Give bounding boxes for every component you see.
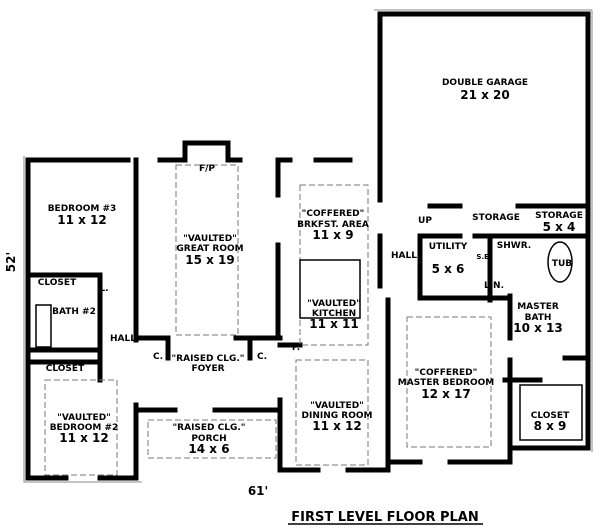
closet-b2-label: CLOSET (46, 364, 85, 374)
svg-text:MASTER: MASTER (517, 302, 559, 312)
svg-text:PORCH: PORCH (191, 434, 226, 444)
coat-closet-right-label: C. (257, 352, 267, 362)
porch-label: "RAISED CLG." PORCH 14 x 6 (172, 423, 245, 456)
svg-text:BATH: BATH (525, 313, 552, 323)
svg-text:"RAISED CLG.": "RAISED CLG." (171, 354, 244, 364)
svg-text:"COFFERED": "COFFERED" (302, 209, 365, 219)
svg-text:15 x 19: 15 x 19 (185, 253, 235, 267)
stairs-up-label: UP (418, 216, 432, 226)
foyer-label: "RAISED CLG." FOYER (171, 354, 244, 374)
hall-right-label: HALL (391, 251, 417, 261)
svg-text:"VAULTED": "VAULTED" (307, 299, 361, 309)
svg-text:11 x 11: 11 x 11 (309, 317, 359, 331)
tub-label: TUB (552, 259, 572, 269)
breakfast-label: "COFFERED" BRKFST. AREA 11 x 9 (297, 209, 369, 242)
svg-text:11 x 12: 11 x 12 (59, 431, 109, 445)
svg-text:5 x 4: 5 x 4 (543, 220, 576, 234)
svg-text:11 x 9: 11 x 9 (312, 228, 353, 242)
svg-text:CLOSET: CLOSET (531, 411, 570, 421)
svg-text:BEDROOM #2: BEDROOM #2 (50, 423, 119, 433)
utility-label: UTILITY 5 x 6 (429, 242, 468, 276)
svg-text:12 x 17: 12 x 17 (421, 387, 471, 401)
storage2-label: STORAGE 5 x 4 (535, 211, 583, 234)
svg-text:"VAULTED": "VAULTED" (310, 401, 364, 411)
hall-left-label: HALL (110, 334, 136, 344)
svg-text:UTILITY: UTILITY (429, 242, 468, 252)
svg-text:10 x 13: 10 x 13 (513, 321, 563, 335)
fireplace-label: F/P (199, 164, 215, 174)
depth-dimension: 52' (4, 252, 18, 272)
svg-text:MASTER BEDROOM: MASTER BEDROOM (398, 378, 494, 388)
svg-text:11 x 12: 11 x 12 (312, 419, 362, 433)
interior-walls (25, 140, 591, 481)
svg-text:11 x 12: 11 x 12 (57, 213, 107, 227)
bath2-label: BATH #2 (52, 307, 96, 317)
master-bedroom-label: "COFFERED" MASTER BEDROOM 12 x 17 (398, 368, 494, 401)
coat-closet-left-label: C. (153, 352, 163, 362)
ceiling-outlines (35, 164, 583, 476)
se-label: S.E. (476, 253, 491, 261)
bedroom3-label: BEDROOM #3 11 x 12 (48, 204, 117, 227)
exterior-outline (23, 9, 593, 483)
svg-text:STORAGE: STORAGE (535, 211, 583, 221)
svg-text:KITCHEN: KITCHEN (312, 309, 356, 319)
garage-label: DOUBLE GARAGE 21 x 20 (442, 78, 528, 102)
shower-label: SHWR. (497, 241, 531, 251)
svg-text:14 x 6: 14 x 6 (188, 442, 229, 456)
dining-room-label: "VAULTED" DINING ROOM 11 x 12 (302, 401, 373, 433)
pantry-label: P. (292, 343, 300, 353)
svg-text:"VAULTED": "VAULTED" (57, 413, 111, 423)
svg-text:"VAULTED": "VAULTED" (183, 234, 237, 244)
svg-text:DOUBLE GARAGE: DOUBLE GARAGE (442, 78, 528, 88)
svg-text:"COFFERED": "COFFERED" (415, 368, 478, 378)
master-closet-label: CLOSET 8 x 9 (531, 411, 570, 433)
garage-walls (377, 11, 591, 451)
svg-text:FOYER: FOYER (191, 364, 224, 374)
laundry-label: L. (99, 284, 108, 294)
closet-b3-label: CLOSET (38, 278, 77, 288)
svg-text:GREAT ROOM: GREAT ROOM (176, 244, 243, 254)
master-bath-label: MASTER BATH 10 x 13 (513, 302, 563, 335)
linen-label: LIN. (484, 281, 504, 291)
width-dimension: 61' (248, 484, 268, 498)
svg-text:DINING ROOM: DINING ROOM (302, 411, 373, 421)
svg-text:BRKFST. AREA: BRKFST. AREA (297, 220, 369, 230)
svg-text:21 x 20: 21 x 20 (460, 88, 510, 102)
great-room-label: "VAULTED" GREAT ROOM 15 x 19 (176, 234, 243, 267)
storage-label: STORAGE (472, 213, 520, 223)
svg-text:BEDROOM #3: BEDROOM #3 (48, 204, 117, 214)
bedroom2-label: "VAULTED" BEDROOM #2 11 x 12 (50, 413, 119, 445)
svg-text:5 x 6: 5 x 6 (432, 262, 465, 276)
kitchen-label: "VAULTED" KITCHEN 11 x 11 (307, 299, 361, 331)
svg-text:8 x 9: 8 x 9 (534, 419, 567, 433)
svg-text:"RAISED CLG.": "RAISED CLG." (172, 423, 245, 433)
plan-title: FIRST LEVEL FLOOR PLAN (291, 510, 479, 525)
